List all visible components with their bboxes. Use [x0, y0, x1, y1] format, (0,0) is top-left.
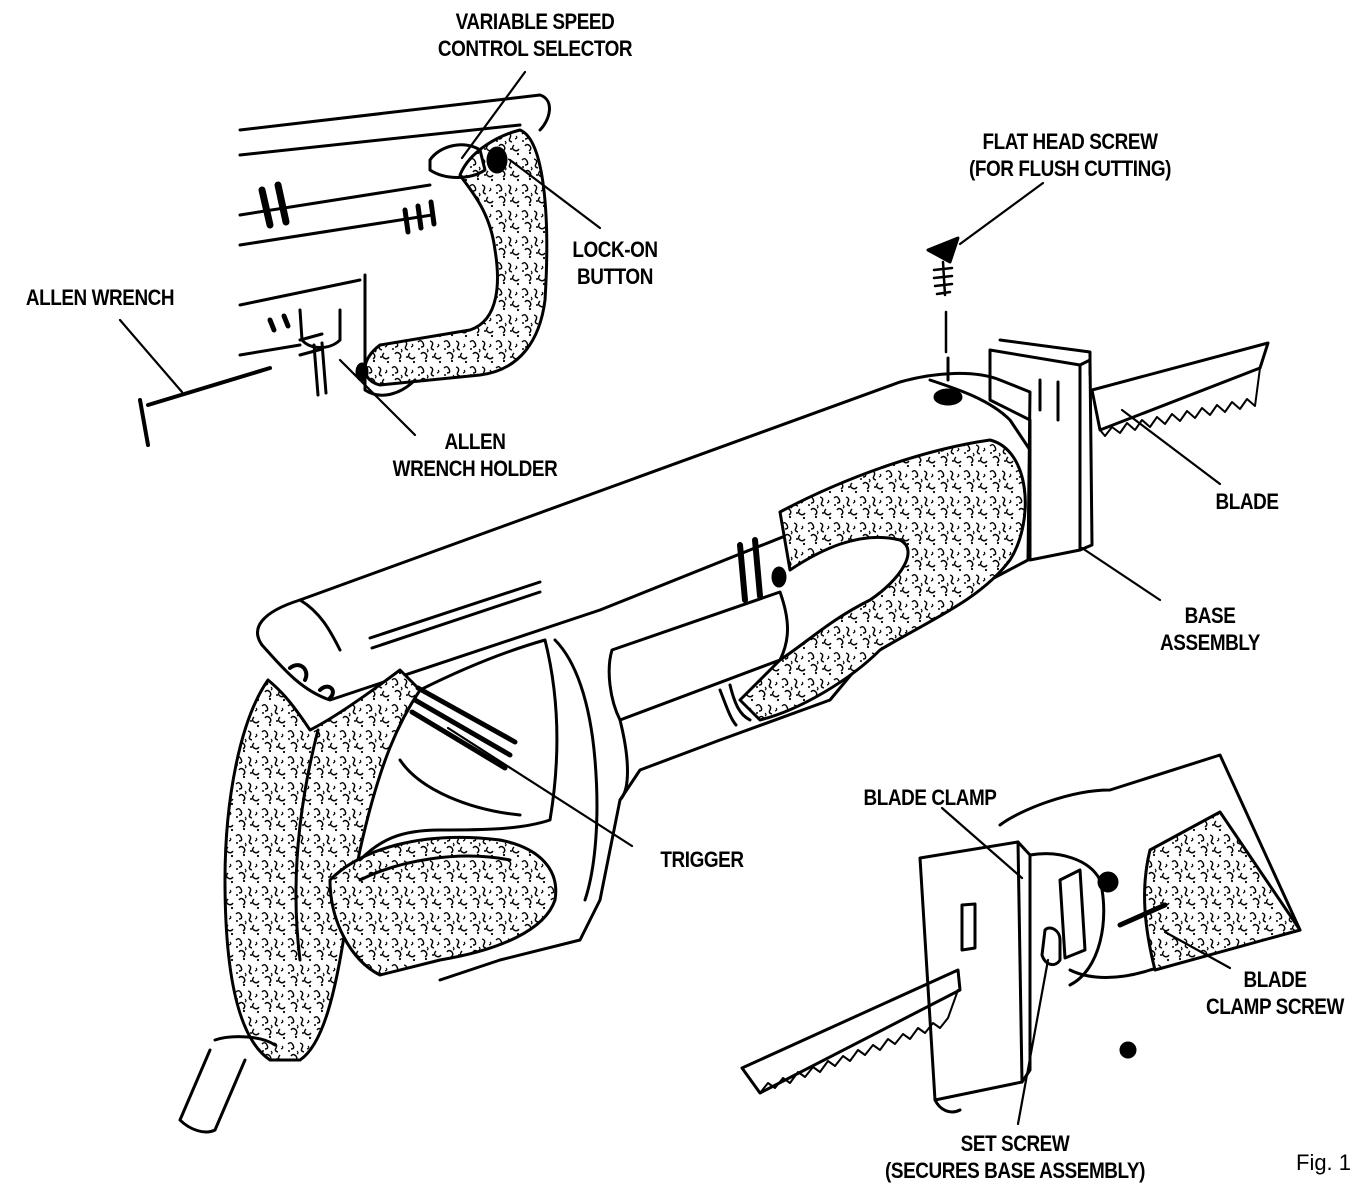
label-allen-wrench-holder: ALLEN WRENCH HOLDER — [392, 429, 558, 481]
power-cord — [178, 1048, 247, 1134]
label-blade: BLADE — [1215, 489, 1279, 514]
inset-handle-grip — [363, 128, 549, 387]
saw-housing — [256, 371, 1032, 982]
leader-lines — [118, 70, 1232, 1126]
label-lock-on-button: LOCK-ON BUTTON — [572, 237, 658, 289]
handle-bottom-grip — [328, 835, 558, 977]
blade-clamp-screw — [1117, 902, 1168, 928]
figure-number: Fig. 1 — [1296, 1150, 1352, 1175]
inset-speed-selector — [428, 143, 487, 179]
label-blade-clamp-screw: BLADE CLAMP SCREW — [1206, 967, 1344, 1019]
label-flat-head-screw: FLAT HEAD SCREW (FOR FLUSH CUTTING) — [968, 129, 1172, 181]
allen-wrench — [138, 366, 272, 447]
rear-handle — [223, 668, 422, 1062]
trigger — [409, 685, 518, 771]
blade — [1090, 341, 1270, 432]
label-set-screw: SET SCREW (SECURES BASE ASSEMBLY) — [885, 1131, 1145, 1183]
inset-base-plate — [918, 840, 1024, 1102]
inset-grip-texture — [1143, 810, 1302, 972]
label-base-assembly: BASE ASSEMBLY — [1160, 603, 1260, 655]
allen-wrench-holder — [312, 341, 328, 397]
label-allen-wrench: ALLEN WRENCH — [25, 285, 175, 310]
inset-blade — [740, 968, 962, 1095]
label-trigger: TRIGGER — [660, 847, 744, 872]
label-variable-speed-control-selector: VARIABLE SPEED CONTROL SELECTOR — [437, 9, 633, 61]
front-grip — [738, 438, 1027, 722]
label-blade-clamp: BLADE CLAMP — [863, 785, 997, 810]
inset-top-housing — [238, 93, 551, 357]
flat-head-screw — [926, 236, 960, 264]
